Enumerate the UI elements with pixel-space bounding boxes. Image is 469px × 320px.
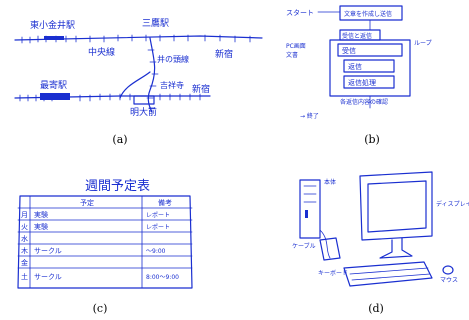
table-row: 木 サークル 〜9:00 xyxy=(21,246,166,255)
row-plan: サークル xyxy=(34,273,62,281)
box-main-1-label: 受信 xyxy=(342,46,356,55)
label-screen: ディスプレイ xyxy=(436,200,469,208)
panel-b-flowchart: スタート 文章を作成し送信 受信と返信 受信 返信 返信処理 ループ PC画面 … xyxy=(286,6,432,146)
label-bot-mid2: 明大前 xyxy=(130,106,157,118)
cable-line xyxy=(320,230,330,258)
label-bottom1: 各返信内容の確認 xyxy=(340,98,388,106)
label-top-mid2: 中央線 xyxy=(88,46,115,58)
row-day: 水 xyxy=(21,234,28,243)
row-day: 土 xyxy=(21,272,28,281)
row-plan: 実験 xyxy=(34,222,48,231)
station-box-bottom-mid xyxy=(134,96,154,104)
label-bot-mid: 吉祥寺 xyxy=(160,80,184,90)
keyboard-keys xyxy=(350,268,430,280)
box-create-send-label: 文章を作成し送信 xyxy=(344,10,392,18)
caption-b: (b) xyxy=(364,133,380,146)
table-row: 金 xyxy=(21,258,28,267)
box-main-2-label: 返信 xyxy=(348,62,362,71)
label-branch: 井の頭線 xyxy=(157,54,189,64)
table-row: 土 サークル 8:00〜9:00 xyxy=(21,272,179,281)
label-tower: 本体 xyxy=(324,178,336,186)
keyboard-body xyxy=(344,262,432,286)
label-keyboard: キーボード xyxy=(318,269,348,277)
panel-d-computer-sketch: 本体 ケーブル ディスプレイ キーボード マウス (d) xyxy=(292,172,469,315)
row-day: 金 xyxy=(21,258,28,267)
label-cable: ケーブル xyxy=(292,242,316,250)
label-start: スタート xyxy=(286,8,314,17)
label-mouse: マウス xyxy=(440,276,458,284)
row-note: 8:00〜9:00 xyxy=(146,274,179,281)
tower-body xyxy=(300,180,320,238)
row-plan: 実験 xyxy=(34,210,48,219)
row-day: 木 xyxy=(21,246,28,255)
row-day: 火 xyxy=(21,223,28,231)
box-main-3-label: 返信処理 xyxy=(348,78,376,87)
label-bot-right: 新宿 xyxy=(192,83,210,95)
row-plan: サークル xyxy=(34,247,62,255)
monitor-screen xyxy=(368,181,426,232)
header-plan: 予定 xyxy=(80,198,94,207)
station-marker-top-left xyxy=(44,36,64,40)
label-top-right: 新宿 xyxy=(215,48,233,60)
tower-slots xyxy=(304,186,316,202)
box-receive-reply-label: 受信と返信 xyxy=(342,32,372,40)
panel-c-weekly-schedule: 週間予定表 予定 備考 月 実験 レポート 火 実験 レポート 水 木 サークル… xyxy=(18,179,192,315)
header-note: 備考 xyxy=(158,198,172,207)
table-row: 月 実験 レポート xyxy=(21,210,170,219)
table-title: 週間予定表 xyxy=(85,179,150,194)
row-note: 〜9:00 xyxy=(146,248,166,255)
row-note: レポート xyxy=(146,223,170,231)
tower-indicator xyxy=(305,210,308,218)
station-marker-bottom-left xyxy=(40,93,70,100)
panel-a-railway-sketch: 東小金井駅 三鷹駅 中央線 新宿 井の頭線 最寄駅 吉祥寺 明大前 新宿 (a) xyxy=(15,17,262,146)
table-row: 火 実験 レポート xyxy=(21,222,170,231)
caption-d: (d) xyxy=(368,302,384,315)
label-bot-left: 最寄駅 xyxy=(40,79,67,91)
label-left-note1: PC画面 xyxy=(286,43,306,50)
external-device xyxy=(320,238,340,260)
mouse-body xyxy=(443,266,453,274)
label-left-note2: 文書 xyxy=(286,51,298,59)
monitor-stand xyxy=(380,238,412,258)
caption-c: (c) xyxy=(93,302,108,315)
row-note: レポート xyxy=(146,211,170,219)
label-right-note: ループ xyxy=(414,40,432,47)
connector-line xyxy=(120,72,150,98)
label-top-left: 東小金井駅 xyxy=(30,19,75,31)
table-row: 水 xyxy=(21,234,28,243)
row-day: 月 xyxy=(21,211,28,219)
label-bottom2: → 終了 xyxy=(300,112,319,120)
caption-a: (a) xyxy=(112,133,127,146)
label-top-mid: 三鷹駅 xyxy=(142,17,169,29)
